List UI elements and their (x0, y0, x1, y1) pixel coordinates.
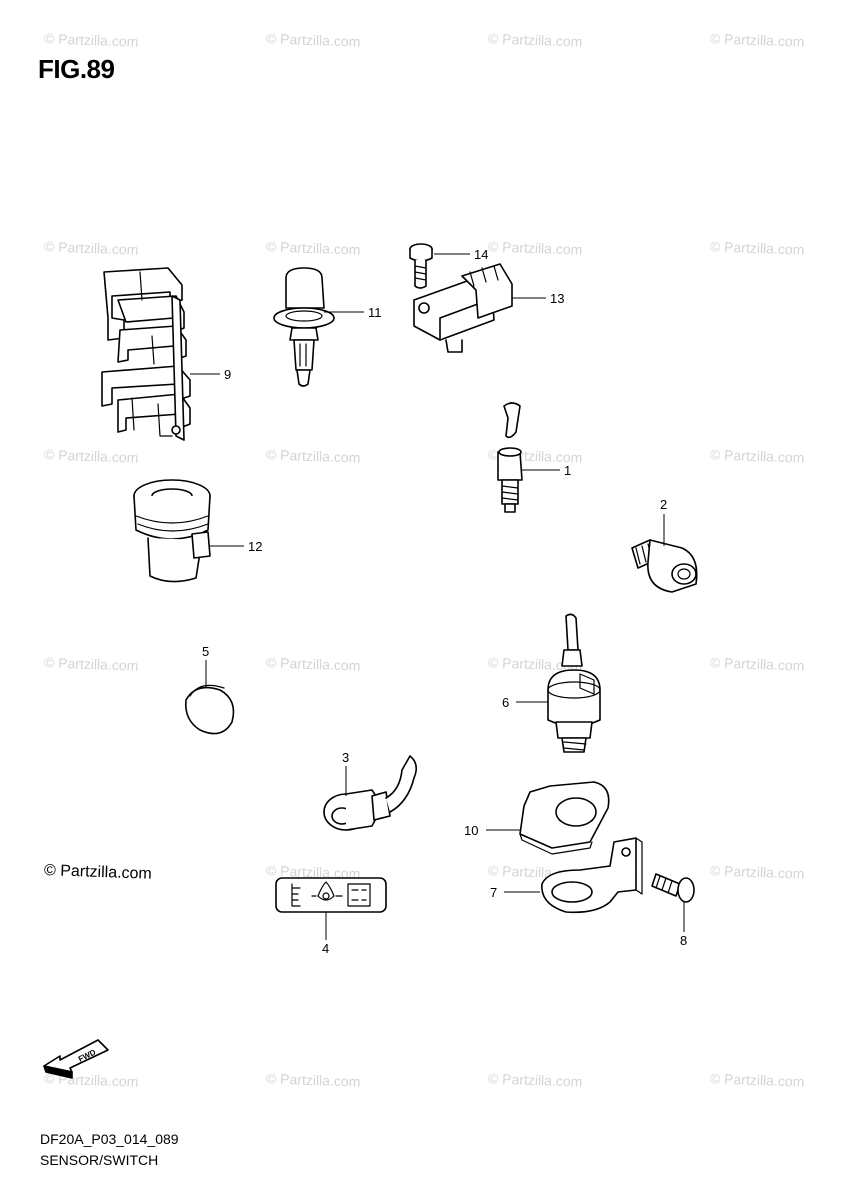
fwd-arrow-icon: FWD (43, 1039, 109, 1079)
callout-6: 6 (502, 695, 509, 710)
callout-10: 10 (464, 823, 478, 838)
part-13-map-sensor[interactable] (413, 263, 513, 353)
part-8-bolt[interactable] (651, 873, 695, 932)
callout-5: 5 (202, 644, 209, 659)
part-14-bolt[interactable] (409, 243, 433, 289)
callout-13: 13 (550, 291, 564, 306)
part-9-harness-clamp[interactable] (101, 267, 191, 441)
part-5-plug[interactable] (184, 660, 235, 735)
callout-4: 4 (322, 941, 329, 956)
callout-3: 3 (342, 750, 349, 765)
callout-14: 14 (474, 247, 488, 262)
figure-title: FIG.89 (38, 54, 115, 84)
part-3-sensor-grommet[interactable] (323, 755, 418, 831)
diagram-code: DF20A_P03_014_089 (40, 1131, 179, 1147)
part-1-sensor[interactable] (497, 402, 560, 513)
part-10-gasket[interactable] (486, 781, 610, 855)
part-6-oil-pressure-switch[interactable] (516, 613, 601, 753)
callout-1: 1 (564, 463, 571, 478)
part-4-warning-decal[interactable] (275, 877, 387, 940)
section-title: SENSOR/SWITCH (40, 1152, 159, 1168)
part-7-bracket[interactable] (504, 837, 643, 914)
part-11-temperature-sensor[interactable] (273, 267, 335, 387)
part-12-rubber-cap[interactable] (133, 479, 244, 583)
callout-12: 12 (248, 539, 262, 554)
part-2-knock-sensor[interactable] (631, 514, 698, 593)
callout-7: 7 (490, 885, 497, 900)
callout-8: 8 (680, 933, 687, 948)
callout-9: 9 (224, 367, 231, 382)
callout-2: 2 (660, 497, 667, 512)
callout-11: 11 (368, 305, 382, 320)
